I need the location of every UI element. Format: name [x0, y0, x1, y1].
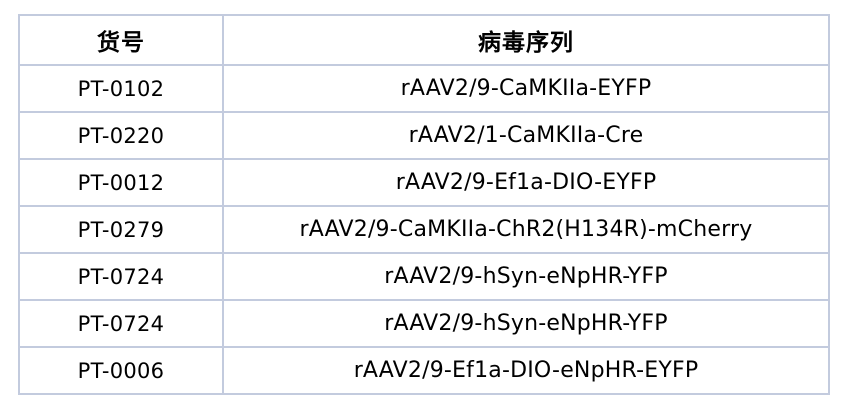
cell-product-code: PT-0012 [18, 158, 224, 207]
virus-product-table: 货号 病毒序列 PT-0102 rAAV2/9-CaMKIIa-EYFP PT-… [18, 14, 830, 395]
column-header-code: 货号 [18, 14, 224, 66]
cell-virus-sequence: rAAV2/9-CaMKIIa-EYFP [222, 64, 830, 113]
table-row: PT-0012 rAAV2/9-Ef1a-DIO-EYFP [18, 158, 830, 207]
cell-virus-sequence: rAAV2/9-hSyn-eNpHR-YFP [222, 299, 830, 348]
cell-virus-sequence: rAAV2/9-Ef1a-DIO-eNpHR-EYFP [222, 346, 830, 395]
table-row: PT-0220 rAAV2/1-CaMKIIa-Cre [18, 111, 830, 160]
cell-virus-sequence: rAAV2/9-CaMKIIa-ChR2(H134R)-mCherry [222, 205, 830, 254]
column-header-sequence: 病毒序列 [222, 14, 830, 66]
cell-virus-sequence: rAAV2/9-Ef1a-DIO-EYFP [222, 158, 830, 207]
cell-virus-sequence: rAAV2/1-CaMKIIa-Cre [222, 111, 830, 160]
cell-product-code: PT-0724 [18, 252, 224, 301]
table-row: PT-0724 rAAV2/9-hSyn-eNpHR-YFP [18, 252, 830, 301]
table-row: PT-0006 rAAV2/9-Ef1a-DIO-eNpHR-EYFP [18, 346, 830, 395]
table-row: PT-0724 rAAV2/9-hSyn-eNpHR-YFP [18, 299, 830, 348]
table-body: PT-0102 rAAV2/9-CaMKIIa-EYFP PT-0220 rAA… [18, 64, 830, 395]
cell-product-code: PT-0006 [18, 346, 224, 395]
cell-product-code: PT-0220 [18, 111, 224, 160]
cell-product-code: PT-0279 [18, 205, 224, 254]
table-header-row: 货号 病毒序列 [18, 14, 830, 66]
cell-virus-sequence: rAAV2/9-hSyn-eNpHR-YFP [222, 252, 830, 301]
table-row: PT-0102 rAAV2/9-CaMKIIa-EYFP [18, 64, 830, 113]
cell-product-code: PT-0102 [18, 64, 224, 113]
table-header: 货号 病毒序列 [18, 14, 830, 66]
cell-product-code: PT-0724 [18, 299, 224, 348]
table-row: PT-0279 rAAV2/9-CaMKIIa-ChR2(H134R)-mChe… [18, 205, 830, 254]
